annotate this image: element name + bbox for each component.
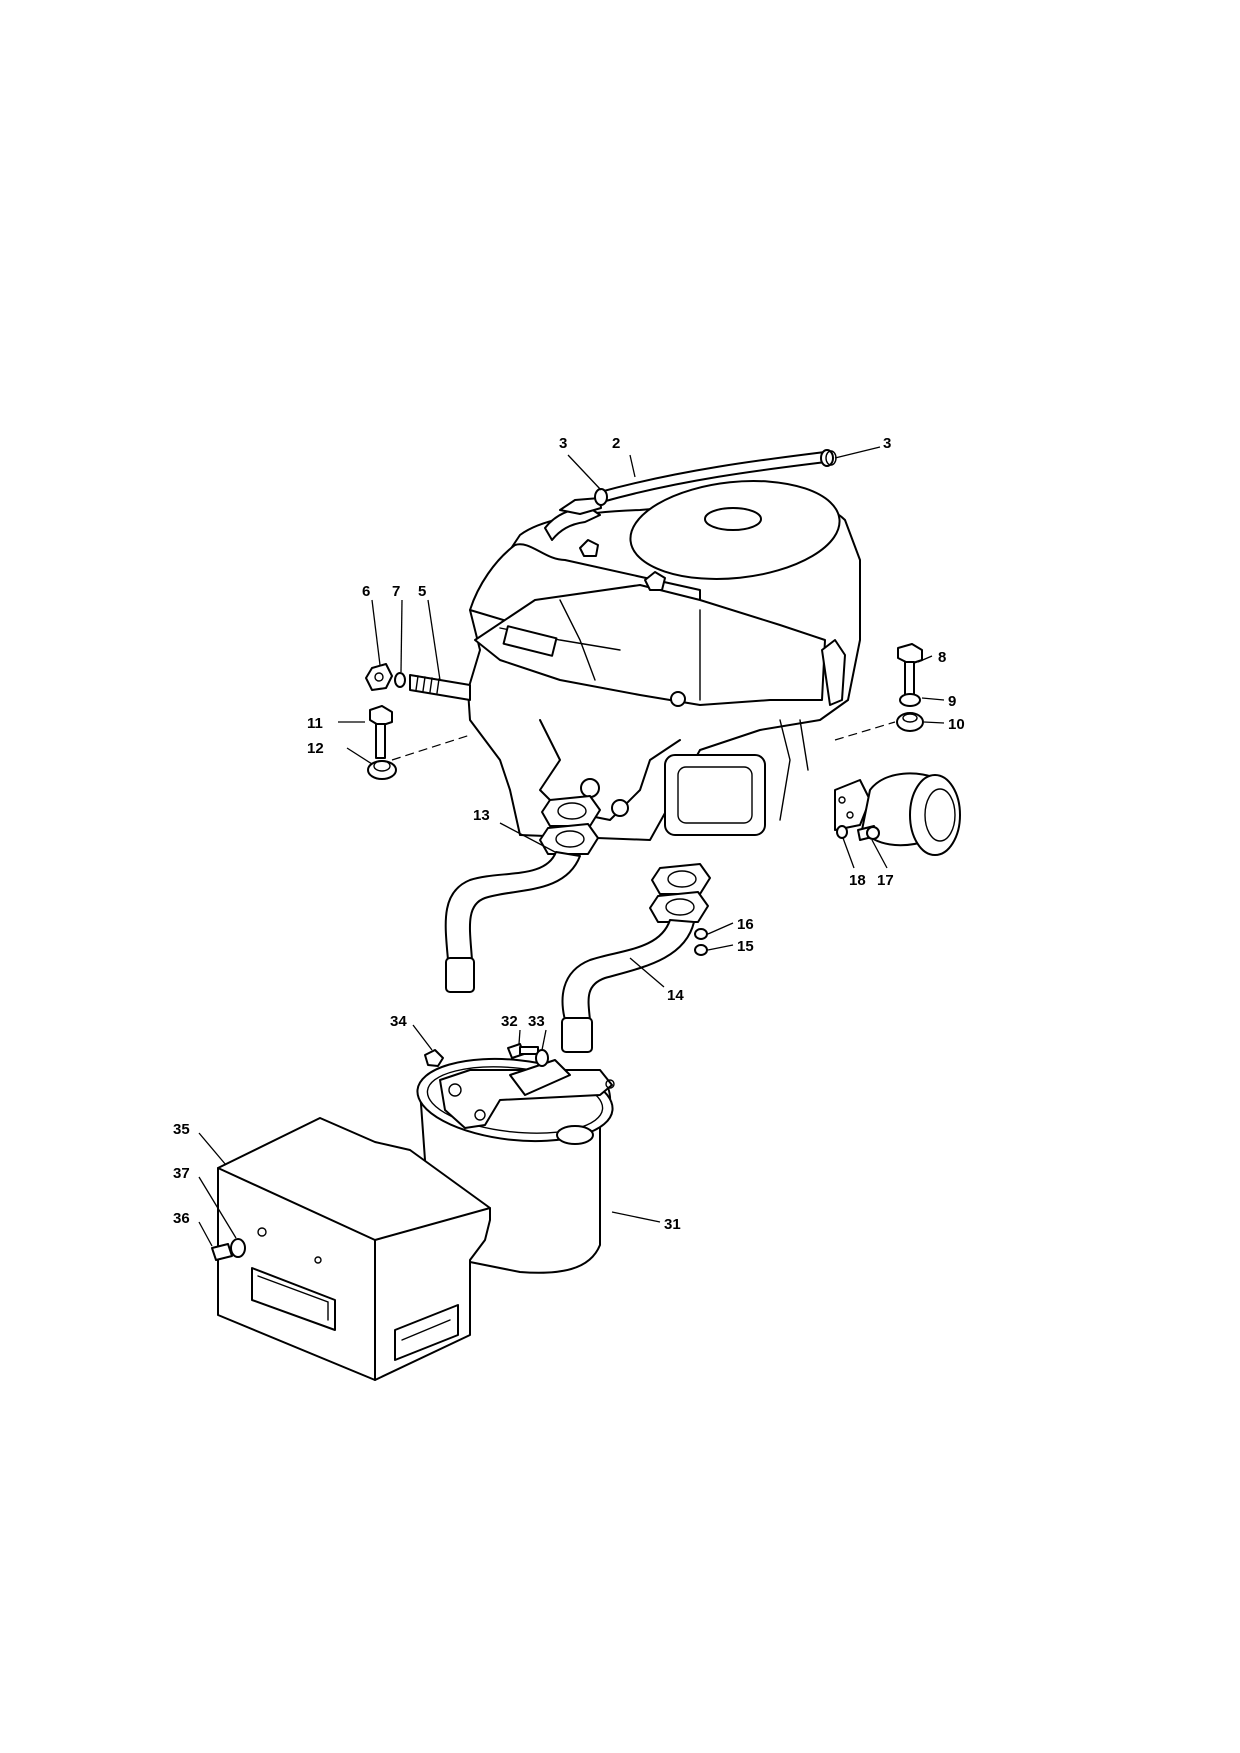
shield-slot-left [251, 1267, 336, 1331]
callout-32: 32 [501, 1013, 518, 1030]
callout-36: 36 [173, 1210, 190, 1227]
callout-37: 37 [173, 1165, 190, 1182]
callout-6: 6 [362, 583, 370, 600]
lock-washer [899, 693, 921, 707]
pipe-screw [694, 944, 708, 956]
callout-17: 17 [877, 872, 894, 889]
left-fasteners [365, 663, 471, 780]
hose-clamp-right [820, 449, 834, 467]
washer-33 [535, 1049, 549, 1067]
shield-screw [211, 1243, 233, 1261]
filter-canister [909, 774, 961, 856]
oil-filter-assembly [834, 772, 961, 856]
nut [365, 663, 393, 691]
callout-35: 35 [173, 1121, 190, 1138]
pipe-washer [694, 928, 708, 940]
air-cleaner-knob [704, 507, 762, 531]
callout-16: 16 [737, 916, 754, 933]
callout-34: 34 [390, 1013, 407, 1030]
pipe-flange-right [649, 891, 709, 923]
shield-slot-right [394, 1304, 459, 1361]
callout-31: 31 [664, 1216, 681, 1233]
gasket-upper [541, 795, 601, 827]
shield-washer [230, 1238, 246, 1258]
pipe-flange [539, 823, 599, 855]
valve-cover [664, 754, 766, 836]
filter-washer [836, 825, 848, 839]
callout-7: 7 [392, 583, 400, 600]
engine-assembly [467, 480, 861, 841]
muffler-heat-shield [211, 1117, 491, 1381]
flange-nut [367, 760, 397, 780]
callout-14: 14 [667, 987, 684, 1004]
callout-2: 2 [612, 435, 620, 452]
exhaust-pipe-right [561, 863, 711, 1053]
callout-33: 33 [528, 1013, 545, 1030]
callout-10: 10 [948, 716, 965, 733]
callout-13: 13 [473, 807, 490, 824]
fuel-line-assembly [559, 449, 837, 515]
callout-12: 12 [307, 740, 324, 757]
callout-8: 8 [938, 649, 946, 666]
callout-9: 9 [948, 693, 956, 710]
callout-3-left: 3 [559, 435, 567, 452]
callout-labels: 3 2 3 6 7 5 8 9 10 11 12 13 18 17 16 15 … [173, 435, 965, 1233]
hose-clamp-left [594, 488, 608, 506]
callout-5: 5 [418, 583, 426, 600]
callout-15: 15 [737, 938, 754, 955]
bolt-head [369, 705, 393, 727]
exhaust-pipe-left [444, 795, 601, 993]
gasket-right-upper [651, 863, 711, 895]
callout-18: 18 [849, 872, 866, 889]
callout-11: 11 [307, 715, 323, 732]
callout-3-right: 3 [883, 435, 891, 452]
leader-lines [198, 446, 945, 1247]
nut-34 [424, 1049, 444, 1067]
washer [394, 672, 406, 688]
